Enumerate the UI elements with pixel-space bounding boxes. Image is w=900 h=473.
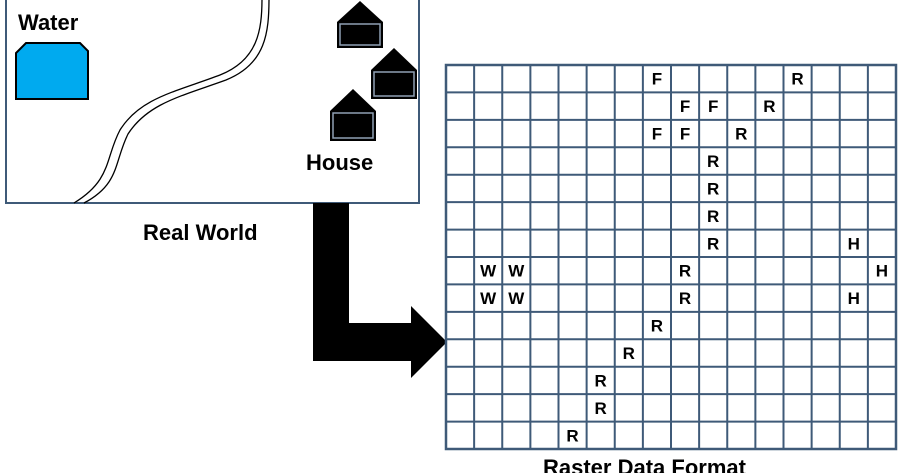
raster-cell-h: H <box>876 262 888 281</box>
raster-cell-r: R <box>623 344 635 363</box>
road-edge-left <box>73 0 263 204</box>
water-shape <box>15 42 89 100</box>
raster-cell-w: W <box>480 289 497 308</box>
raster-cell-r: R <box>707 152 719 171</box>
raster-cell-r: R <box>679 289 691 308</box>
raster-cell-f: F <box>680 125 690 144</box>
raster-cell-r: R <box>791 70 803 89</box>
raster-cell-f: F <box>708 97 718 116</box>
raster-cell-w: W <box>508 262 525 281</box>
raster-cell-h: H <box>848 289 860 308</box>
raster-cell-r: R <box>707 234 719 253</box>
raster-cell-w: W <box>480 262 497 281</box>
real-world-map: Water House <box>5 0 420 204</box>
conversion-arrow <box>313 203 447 378</box>
raster-cell-r: R <box>651 317 663 336</box>
raster-cell-f: F <box>652 125 662 144</box>
raster-cell-r: R <box>707 207 719 226</box>
water-label: Water <box>18 10 79 35</box>
raster-cell-h: H <box>848 234 860 253</box>
raster-cell-r: R <box>595 399 607 418</box>
raster-cell-r: R <box>763 97 775 116</box>
raster-cell-r: R <box>735 125 747 144</box>
house-icon <box>330 89 376 141</box>
house-icon <box>371 48 417 99</box>
raster-title: Raster Data Format <box>543 455 747 473</box>
raster-cell-w: W <box>508 289 525 308</box>
raster-cell-r: R <box>707 179 719 198</box>
raster-cell-r: R <box>566 426 578 445</box>
house-label: House <box>306 150 373 175</box>
road-edge-right <box>83 0 270 204</box>
house-icon <box>337 1 383 48</box>
raster-cell-f: F <box>680 97 690 116</box>
raster-cell-r: R <box>595 371 607 390</box>
real-world-label: Real World <box>143 220 258 245</box>
raster-cell-r: R <box>679 262 691 281</box>
raster-cell-f: F <box>652 70 662 89</box>
